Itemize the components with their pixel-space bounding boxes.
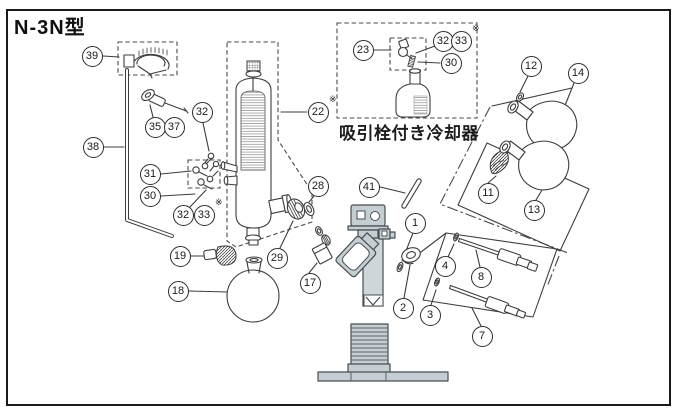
callout-35-pinch-clamp-screw: 35	[144, 116, 166, 138]
reference-mark: ※	[214, 196, 223, 207]
callout-33-washer: 33※	[450, 23, 480, 52]
callout-3-o-ring: 3	[419, 304, 441, 326]
callout-12-flask-clip: 12	[520, 55, 542, 77]
drain-tube-drawing	[125, 68, 174, 238]
joint-clip-drawing	[489, 150, 509, 175]
o-ring-4-drawing	[453, 232, 459, 242]
suction-stopcock-drawing	[397, 38, 417, 68]
callout-30-hose-fitting: 30	[139, 185, 161, 207]
callout-28-seal-ring: 28	[307, 175, 329, 197]
callout-2-shaft-seal: 2	[392, 297, 414, 319]
cooler-caption: 吸引栓付き冷却器	[339, 124, 479, 143]
reference-mark: ※	[328, 93, 337, 104]
callout-11-joint-clip: 11	[477, 182, 499, 204]
callout-7-rotary-shaft: 7	[471, 325, 493, 347]
callout-18-round-flask: 18	[167, 280, 189, 302]
callout-23-suction-stopcock: 23	[352, 39, 374, 61]
callout-39-hose-clamp: 39	[81, 45, 103, 67]
rotary-shaft-7-drawing	[448, 284, 527, 319]
callout-32-screw-set: 32	[191, 101, 213, 123]
figure-border	[6, 9, 671, 406]
callout-31-hose-fitting: 31	[139, 163, 161, 185]
shaft-seal-2-drawing	[401, 247, 421, 265]
joint-adapter-drawing	[311, 226, 333, 265]
callout-1-o-ring: 1	[404, 212, 426, 234]
callout-30-hose-fitting: 30	[440, 52, 462, 74]
evaporating-flask-13-drawing	[499, 140, 570, 191]
evaporator-body-drawing	[317, 204, 449, 382]
callout-17-joint-adapter: 17	[299, 272, 321, 294]
hose-fittings-drawing	[192, 157, 219, 190]
cooler-bottle-drawing	[395, 68, 431, 118]
callout-33-washer: 33※	[193, 197, 223, 226]
support-rod-drawing	[401, 178, 422, 209]
callout-13-evaporating-flask: 13	[523, 199, 545, 221]
reference-mark: ※	[471, 22, 480, 33]
callout-32-screw-set: 32	[432, 30, 454, 52]
callout-22-condenser: 22※	[307, 94, 337, 123]
callout-41-support-rod: 41	[358, 176, 380, 198]
o-ring-3-drawing	[434, 277, 440, 287]
flask-clip-drawing	[515, 92, 525, 102]
connector-nut-drawing	[286, 198, 315, 220]
callout-32-screw-set: 32	[172, 204, 194, 226]
group-boundaries	[117, 22, 590, 318]
callout-29-connector-nut: 29	[266, 247, 288, 269]
callout-19-pinch-clamp: 19	[169, 245, 191, 267]
callout-37-pinch-clamp-screw: 37	[163, 116, 185, 138]
round-flask-drawing	[226, 256, 280, 323]
rotary-shaft-8-drawing	[457, 237, 539, 272]
callout-38-drain-tube: 38	[82, 136, 104, 158]
evaporating-flask-14-drawing	[507, 100, 578, 151]
callout-8-rotary-shaft: 8	[470, 266, 492, 288]
pinch-clamp-screw-drawing	[141, 88, 189, 114]
condenser-drawing	[220, 60, 293, 246]
pinch-clamp-drawing	[203, 245, 237, 266]
diagram-title: N-3N型	[14, 17, 86, 39]
o-ring-1-drawing	[396, 261, 404, 273]
callout-4-o-ring: 4	[434, 255, 456, 277]
callout-14-evaporating-flask: 14	[567, 62, 589, 84]
hose-clamp-drawing	[123, 47, 170, 79]
